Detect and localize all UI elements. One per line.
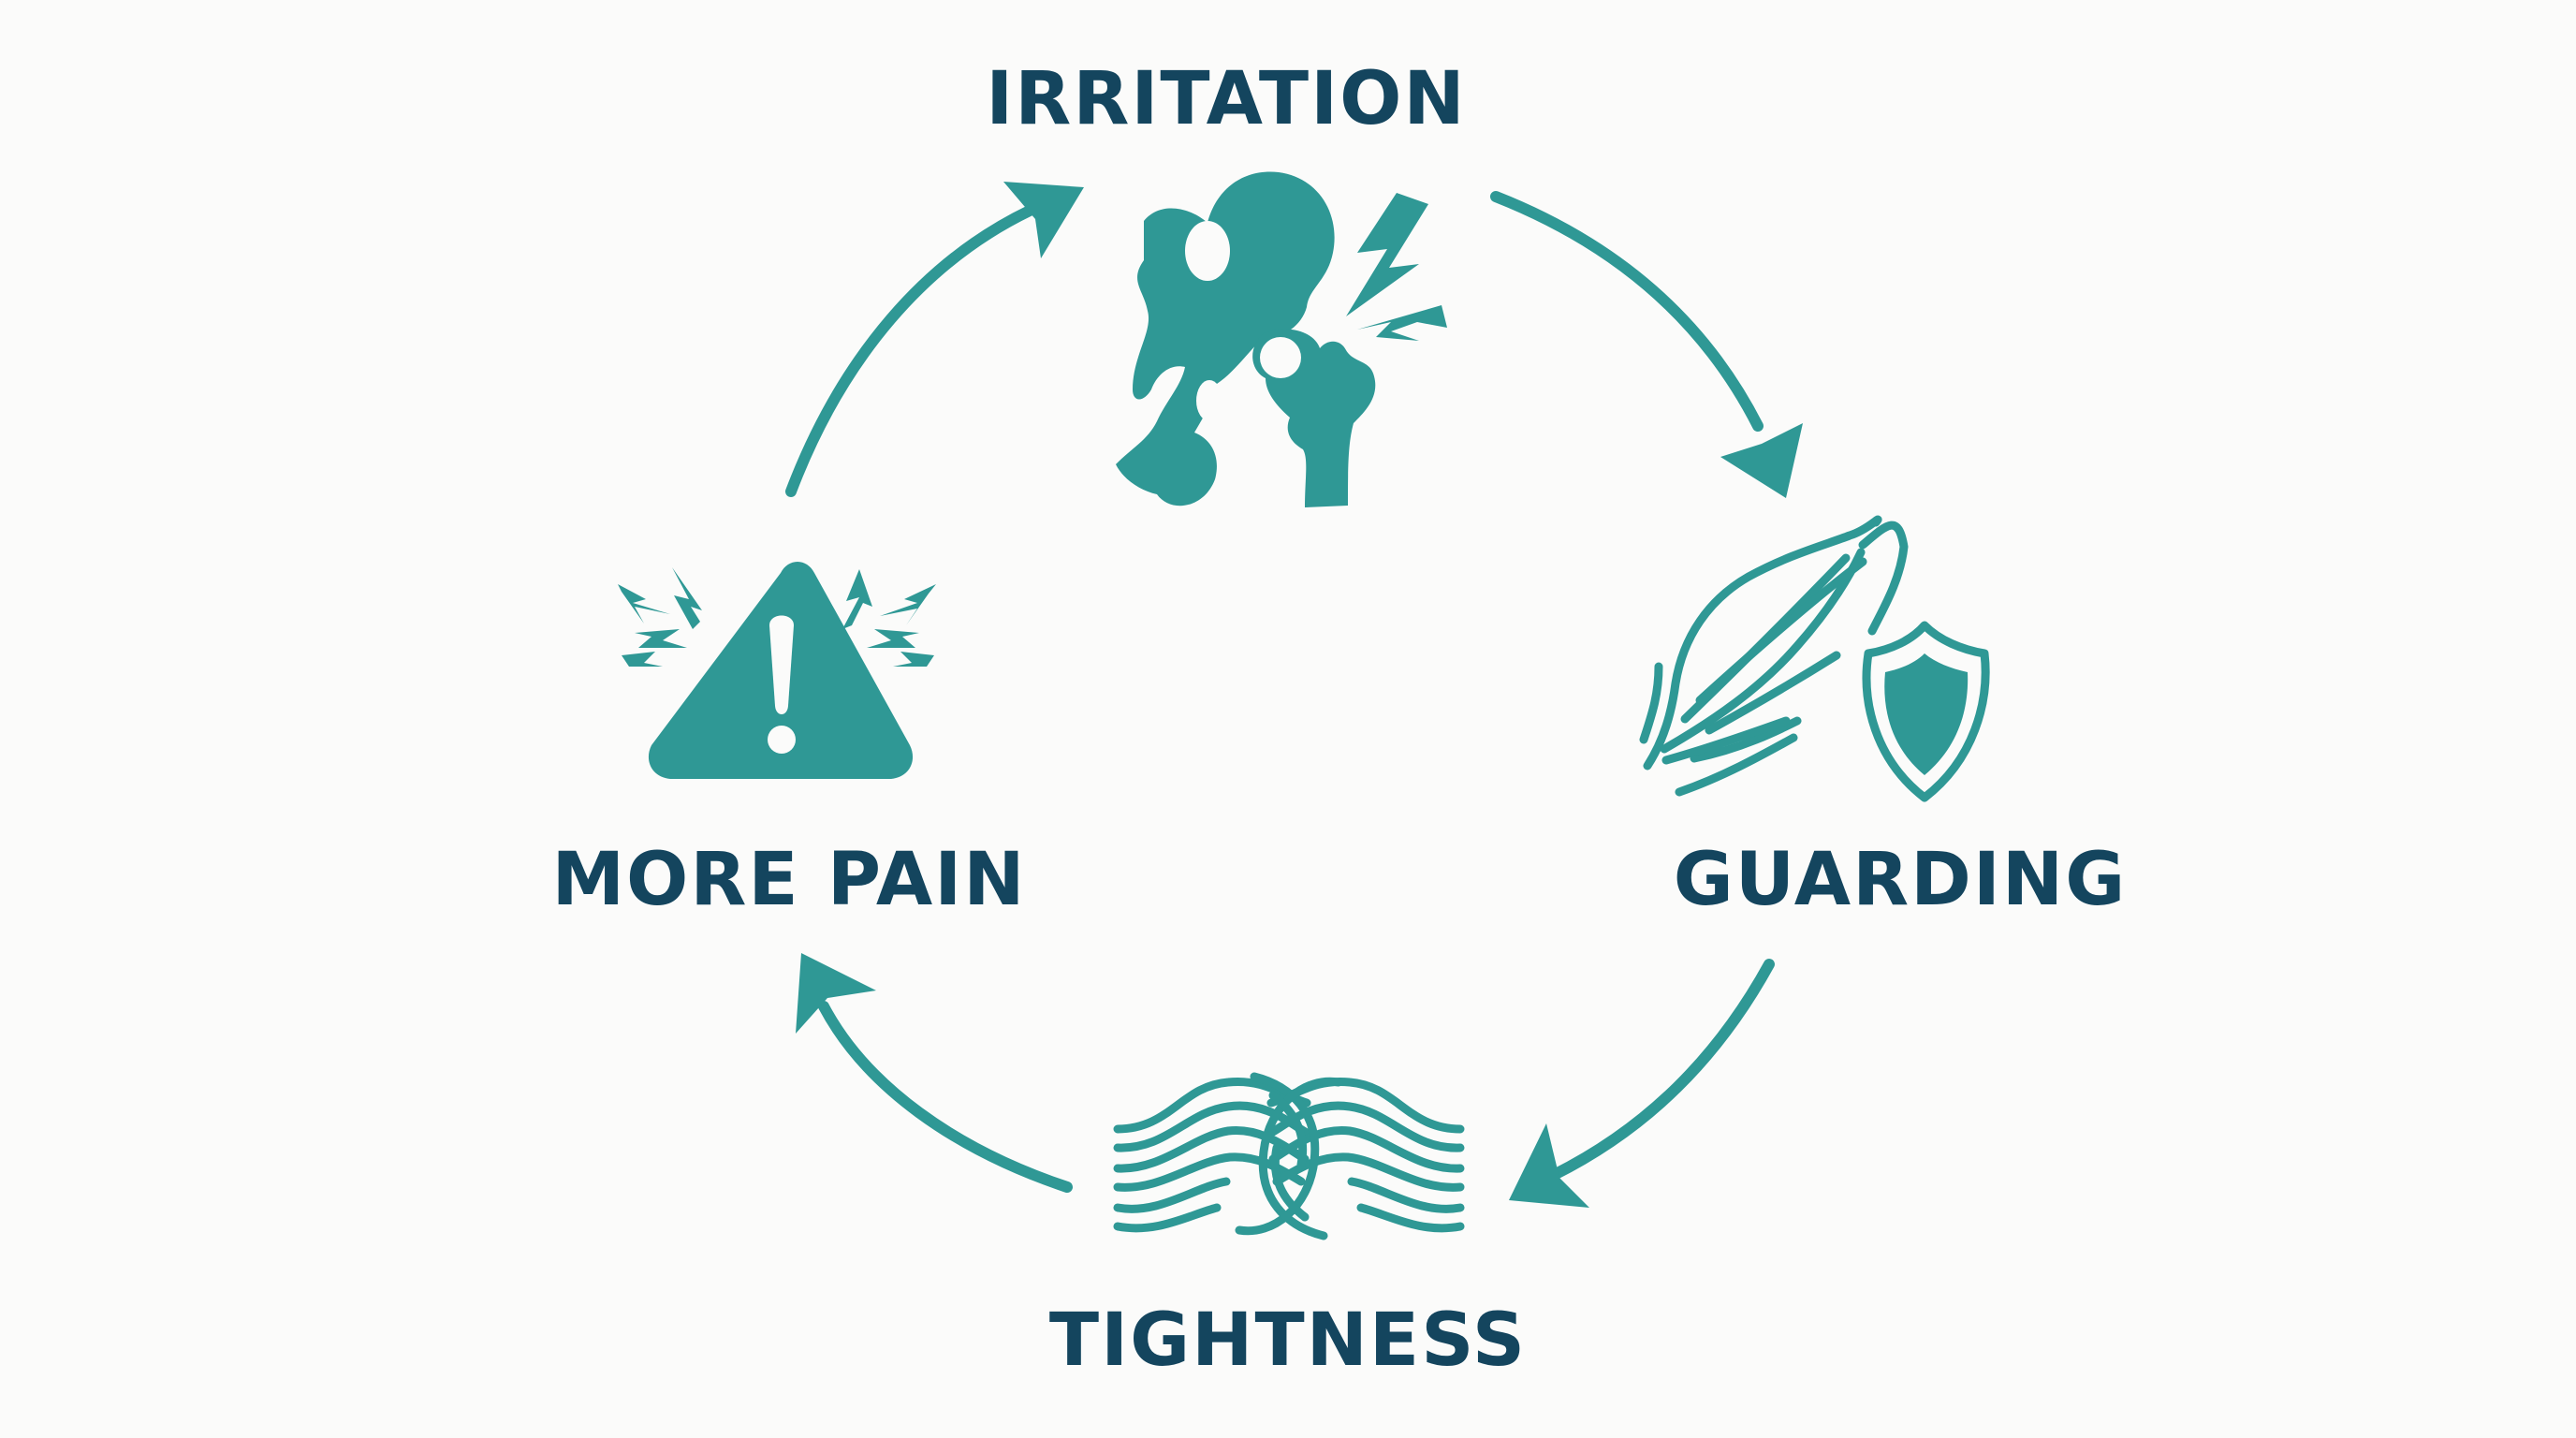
knotted-fibers-icon (1113, 1072, 1465, 1240)
step-more-pain-label: MORE PAIN (551, 838, 1026, 922)
arrow-more-pain-to-irritation (785, 182, 1084, 497)
arrow-irritation-to-guarding (1490, 191, 1803, 498)
hip-joint-pain-icon (1116, 171, 1447, 507)
step-tightness-label: TIGHTNESS (1049, 1299, 1527, 1383)
warning-pain-icon (618, 562, 936, 779)
muscle-shield-icon (1639, 515, 1990, 802)
step-irritation-label: IRRITATION (986, 57, 1466, 141)
arrow-tightness-to-more-pain (796, 953, 1073, 1193)
step-guarding-label: GUARDING (1674, 838, 2127, 922)
arrow-guarding-to-tightness (1509, 959, 1775, 1208)
